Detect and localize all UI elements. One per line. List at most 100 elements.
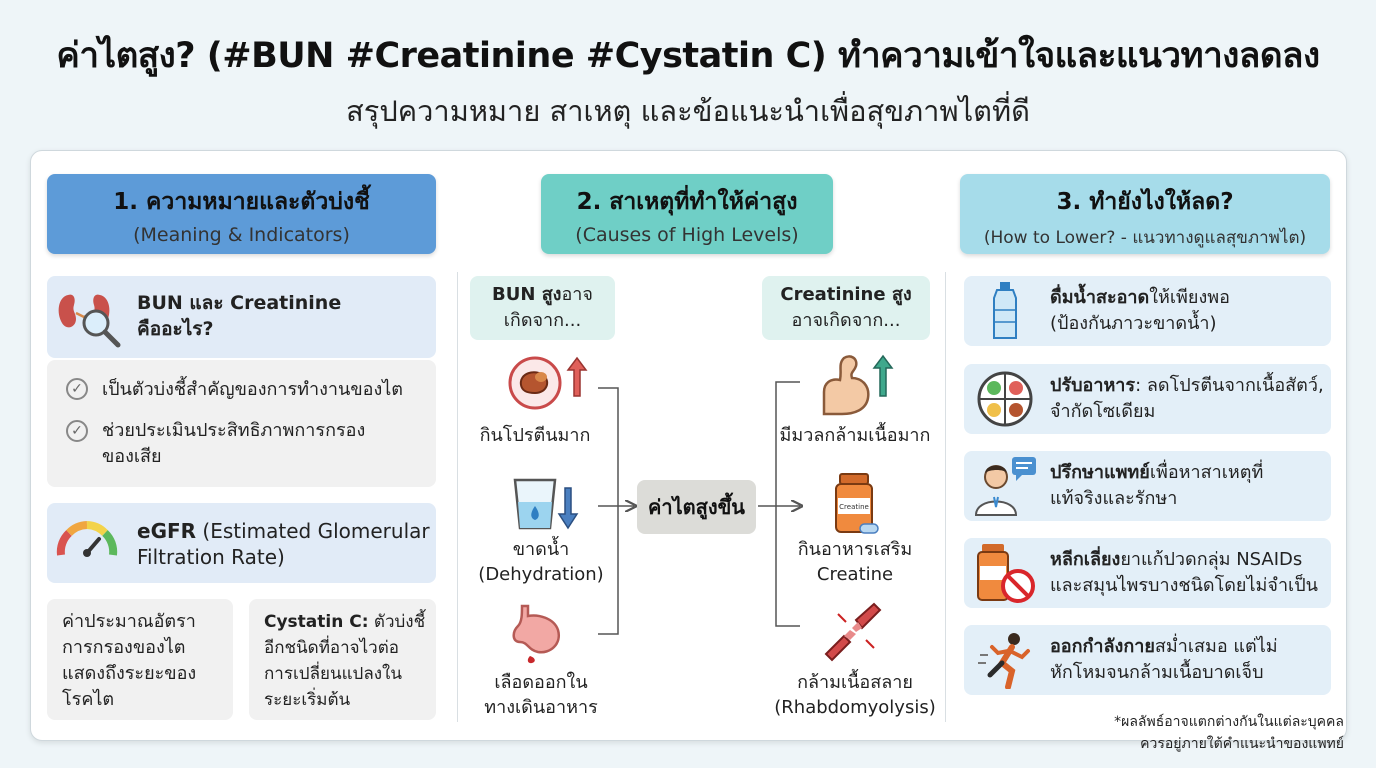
cause-muscle-mass-label: มีมวลกล้ามเนื้อมาก	[779, 425, 931, 446]
bicep-icon	[822, 355, 870, 416]
indicator-list-card	[47, 360, 436, 487]
cystatin-bold: Cystatin C:	[264, 612, 369, 632]
tip-avoid-nsaids-bold: หลีกเลี่ยง	[1050, 549, 1121, 570]
check-icon: ✓	[66, 420, 88, 442]
tip-drink-water-rest: ให้เพียงพอ	[1149, 287, 1230, 308]
kidney-value-up-box: ค่าไตสูงขึ้น	[637, 480, 756, 534]
tip-adjust-diet-1: ปรับอาหาร: ลดโปรตีนจากเนื้อสัตว์,	[1050, 372, 1324, 399]
tip-exercise-bold: ออกกำลังกาย	[1050, 636, 1155, 657]
tip-consult-doctor-1: ปรึกษาแพทย์เพื่อหาสาเหตุที่	[1050, 459, 1263, 486]
page-subtitle: สรุปความหมาย สาเหตุ และข้อแนะนำเพื่อสุขภ…	[346, 94, 1030, 128]
cystatin-desc-1: Cystatin C: ตัวบ่งชี้	[264, 609, 425, 635]
egfr-desc-card	[47, 599, 233, 720]
tip-consult-doctor-bold: ปรึกษาแพทย์	[1050, 462, 1150, 483]
supplement-jar-icon: Creatine	[835, 473, 879, 534]
col2-header-title: 2. สาเหตุที่ทำให้ค่าสูง	[576, 189, 798, 215]
steak-icon	[508, 356, 562, 410]
page-title: ค่าไตสูง? (#BUN #Creatinine #Cystatin C)…	[56, 36, 1320, 76]
bun-cause-line-1: BUN สูงอาจ	[470, 282, 615, 308]
col2-header: 2. สาเหตุที่ทำให้ค่าสูง (Causes of High …	[541, 174, 833, 254]
water-bottle-icon	[993, 282, 1017, 339]
tip-exercise-1: ออกกำลังกายสม่ำเสมอ แต่ไม่	[1050, 633, 1278, 660]
tip-adjust-diet-card: ปรับอาหาร: ลดโปรตีนจากเนื้อสัตว์, จำกัดโ…	[964, 364, 1331, 434]
tip-avoid-nsaids-card: หลีกเลี่ยงยาแก้ปวดกลุ่ม NSAIDs และสมุนไพ…	[964, 538, 1331, 608]
col1-header: 1. ความหมายและตัวบ่งชี้ (Meaning & Indic…	[47, 174, 436, 254]
tip-consult-doctor-card: ปรึกษาแพทย์เพื่อหาสาเหตุที่ แท้จริงและรั…	[964, 451, 1331, 521]
bullet-kidney-indicator: เป็นตัวบ่งชี้สำคัญของการทำงานของไต	[102, 379, 403, 400]
egfr-title-1: eGFR (Estimated Glomerular	[137, 518, 430, 544]
tip-adjust-diet-rest: : ลดโปรตีนจากเนื้อสัตว์,	[1135, 375, 1324, 396]
cystatin-desc-4: ระยะเริ่มต้น	[264, 690, 351, 710]
runner-icon	[978, 633, 1030, 689]
tip-exercise-rest: สม่ำเสมอ แต่ไม่	[1154, 636, 1278, 657]
cause-supplement-2: Creatine	[816, 564, 894, 585]
egfr-desc-1: ค่าประมาณอัตรา	[62, 611, 196, 632]
cause-gi-bleed-2: ทางเดินอาหาร	[484, 697, 598, 718]
col1-header-sub: (Meaning & Indicators)	[133, 224, 350, 246]
tip-exercise-2: หักโหมจนกล้ามเนื้อบาดเจ็บ	[1050, 662, 1264, 683]
col2-header-sub: (Causes of High Levels)	[575, 224, 799, 246]
egfr-title-rest: (Estimated Glomerular	[196, 519, 430, 543]
water-glass-icon	[513, 478, 557, 530]
disclaimer-note-1: *ผลลัพธ์อาจแตกต่างกันในแต่ละบุคคล	[1114, 714, 1344, 730]
arrow-up-green-icon	[872, 354, 894, 397]
tip-drink-water-1: ดื่มน้ำสะอาดให้เพียงพอ	[1050, 284, 1230, 311]
tip-adjust-diet-2: จำกัดโซเดียม	[1050, 401, 1156, 422]
col3-header-title: 3. ทำยังไงให้ลด?	[1056, 189, 1234, 215]
bun-definition-title-1: BUN และ Creatinine	[137, 292, 342, 314]
bun-cause-bold: BUN สูง	[492, 284, 562, 305]
tip-consult-doctor-2: แท้จริงและรักษา	[1050, 488, 1178, 509]
gauge-icon	[56, 521, 118, 557]
bullet-filtration-2: ของเสีย	[102, 446, 162, 467]
col2-right-divider	[945, 272, 946, 722]
tip-avoid-nsaids-2: และสมุนไพรบางชนิดโดยไม่จำเป็น	[1050, 575, 1318, 596]
creatinine-cause-line-2: อาจเกิดจาก...	[791, 310, 901, 331]
bun-cause-rest: อาจ	[561, 284, 593, 305]
col3-header-sub: (How to Lower? - แนวทางดูแลสุขภาพไต)	[983, 228, 1307, 248]
tip-drink-water-bold: ดื่มน้ำสะอาด	[1050, 287, 1150, 308]
tip-avoid-nsaids-rest: ยาแก้ปวดกลุ่ม NSAIDs	[1120, 549, 1303, 570]
check-icon: ✓	[66, 378, 88, 400]
flow-connectors	[598, 381, 810, 635]
jar-label: Creatine	[839, 503, 869, 511]
disclaimer-note-2: ควรอยู่ภายใต้คำแนะนำของแพทย์	[1140, 736, 1344, 752]
bun-definition-card	[47, 276, 436, 358]
cause-rhabdo-2: (Rhabdomyolysis)	[774, 697, 936, 718]
tip-consult-doctor-rest: เพื่อหาสาเหตุที่	[1149, 462, 1264, 483]
kidney-magnifier-icon	[58, 294, 121, 348]
bun-definition-title-2: คืออะไร?	[137, 318, 214, 340]
cystatin-card	[249, 599, 436, 720]
cystatin-desc-2: อีกชนิดที่อาจไวต่อ	[264, 638, 399, 658]
egfr-title-2: Filtration Rate)	[137, 545, 285, 569]
tip-avoid-nsaids-1: หลีกเลี่ยงยาแก้ปวดกลุ่ม NSAIDs	[1050, 546, 1302, 573]
cause-dehydration-2: (Dehydration)	[478, 564, 604, 585]
cause-gi-bleed-1: เลือดออกใน	[494, 672, 588, 693]
healthy-plate-icon	[977, 371, 1033, 427]
bullet-filtration-1: ช่วยประเมินประสิทธิภาพการกรอง	[102, 420, 366, 441]
egfr-desc-4: โรคไต	[62, 689, 115, 710]
egfr-desc-3: แสดงถึงระยะของ	[62, 663, 197, 684]
arrow-up-red-icon	[566, 356, 588, 397]
tip-drink-water-card: ดื่มน้ำสะอาดให้เพียงพอ (ป้องกันภาวะขาดน้…	[964, 276, 1331, 346]
tip-drink-water-2: (ป้องกันภาวะขาดน้ำ)	[1050, 313, 1217, 334]
egfr-title-bold: eGFR	[137, 519, 197, 543]
col1-header-title: 1. ความหมายและตัวบ่งชี้	[113, 189, 370, 215]
cause-dehydration-1: ขาดน้ำ	[512, 539, 570, 560]
cystatin-rest: ตัวบ่งชี้	[368, 612, 426, 632]
tip-exercise-card: ออกกำลังกายสม่ำเสมอ แต่ไม่ หักโหมจนกล้าม…	[964, 625, 1331, 695]
tip-adjust-diet-bold: ปรับอาหาร	[1050, 375, 1136, 396]
cause-protein-label: กินโปรตีนมาก	[479, 425, 591, 446]
col3-header: 3. ทำยังไงให้ลด? (How to Lower? - แนวทาง…	[960, 174, 1330, 254]
col2-left-divider	[457, 272, 458, 722]
bun-cause-box: BUN สูงอาจ เกิดจาก...	[470, 276, 615, 340]
cause-rhabdo-1: กล้ามเนื้อสลาย	[797, 672, 913, 693]
torn-muscle-icon	[824, 602, 882, 662]
no-pills-icon	[977, 544, 1035, 603]
doctor-icon	[974, 457, 1036, 516]
creatinine-cause-bold: Creatinine สูง	[780, 284, 912, 305]
egfr-desc-2: การกรองของไต	[62, 637, 186, 658]
cause-supplement-1: กินอาหารเสริม	[797, 539, 913, 560]
creatinine-cause-box: Creatinine สูง อาจเกิดจาก...	[762, 276, 930, 340]
arrow-down-blue-icon	[557, 487, 579, 530]
cystatin-desc-3: การเปลี่ยนแปลงใน	[264, 664, 402, 684]
